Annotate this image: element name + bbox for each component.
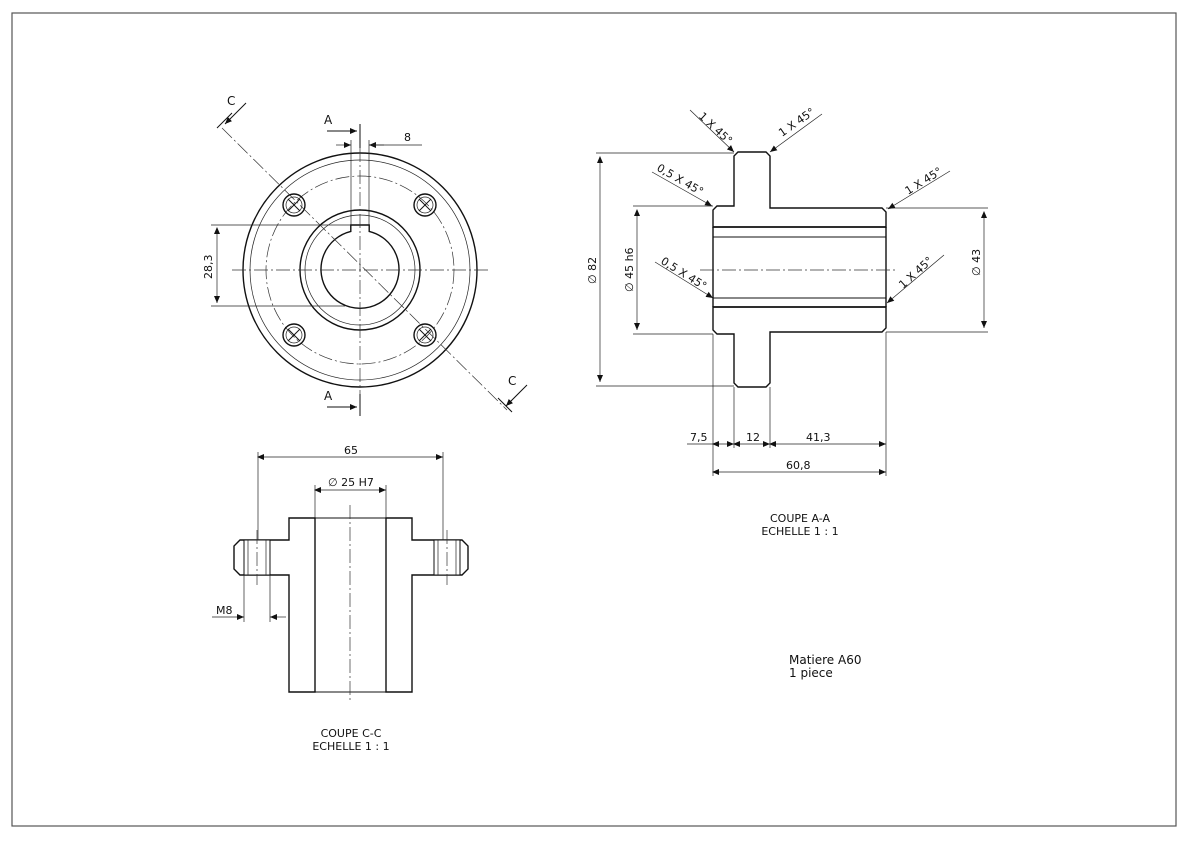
drawing-border [11,12,1177,827]
dim-fit-dia: ∅ 45 h6 [623,247,636,292]
section-aa-hatch-top [712,151,887,228]
dim-thread: M8 [216,604,233,617]
chamfer-label-5: 0,5 X 45° [658,255,709,293]
dim-c: 41,3 [806,431,831,444]
dim-key-width: 8 [404,131,411,144]
quantity-note: 1 piece [789,666,833,680]
dim-right-dia: ∅ 43 [970,249,983,276]
section-mark-a-bottom: A [324,389,333,403]
dim-width: 65 [344,444,358,457]
section-cc-scale: ECHELLE 1 : 1 [312,740,389,753]
bore-with-keyway [320,224,400,309]
chamfer-label-1: 1 X 45° [696,110,735,147]
section-cc-view: 65 ∅ 25 H7 M8 COUPE C-C ECHELLE 1 : 1 [212,444,469,753]
chamfer-label-6: 1 X 45° [896,254,935,291]
chamfer-label-3: 0,5 X 45° [655,161,706,198]
dim-height: 28,3 [202,255,215,280]
chamfer-label-2: 1 X 45° [776,105,817,139]
material-note: Matiere A60 [789,653,861,667]
dim-a: 7,5 [690,431,708,444]
section-mark-c-top: C [227,94,235,108]
section-aa-scale: ECHELLE 1 : 1 [761,525,838,538]
front-view: C C A A 8 28,3 [202,94,528,416]
section-aa-view: ∅ 82 ∅ 45 h6 ∅ 43 1 X 45° 1 X 45° 0,5 X … [586,105,988,538]
section-mark-a-top: A [324,113,333,127]
bolt-holes [282,193,437,347]
dim-bore: ∅ 25 H7 [328,476,374,489]
dim-b: 12 [746,431,760,444]
section-cc-hatch-right [385,517,469,693]
section-mark-c-bottom: C [508,374,516,388]
section-aa-hatch-bottom [712,306,887,388]
section-line-cc [221,127,508,411]
section-aa-title: COUPE A-A [770,512,830,525]
chamfer-label-4: 1 X 45° [903,165,945,198]
dim-total: 60,8 [786,459,811,472]
section-cc-title: COUPE C-C [321,727,382,740]
dim-outer-dia: ∅ 82 [586,257,599,284]
